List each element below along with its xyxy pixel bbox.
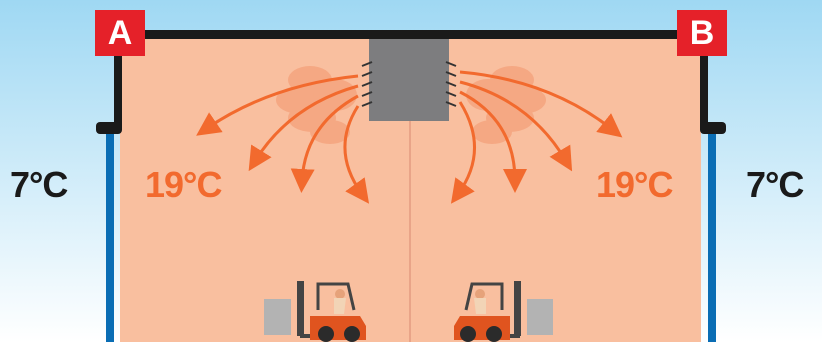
pallet-box [527, 299, 553, 335]
outside-temp-left: 7°C [10, 164, 68, 205]
heater-vents-right [445, 61, 457, 107]
heat-arrows-left [196, 74, 370, 204]
right-door-rail [700, 122, 726, 134]
pallet-box [264, 299, 291, 335]
building-badge-a: A [95, 10, 145, 56]
forklift-icon [454, 281, 553, 342]
left-door-rail [96, 122, 122, 134]
building-badge-b: B [677, 10, 727, 56]
right-door [708, 134, 716, 342]
left-door [106, 134, 114, 342]
roof [115, 30, 707, 39]
heat-arrows-right [450, 70, 623, 204]
right-wall [700, 30, 708, 130]
inside-temp-right: 19°C [596, 164, 673, 205]
inside-temp-left: 19°C [145, 164, 222, 205]
heater-unit [369, 39, 449, 121]
outside-temp-right: 7°C [746, 164, 804, 205]
left-wall [114, 30, 122, 130]
forklift-icon [264, 281, 366, 342]
heater-vents-left [361, 61, 373, 107]
